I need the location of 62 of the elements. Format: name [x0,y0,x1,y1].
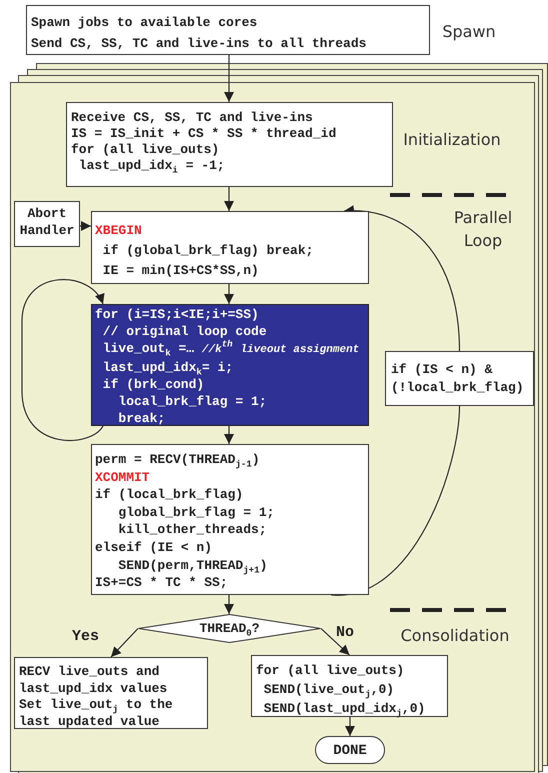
process-box [14,201,80,247]
process-box [66,102,393,187]
section-label: Consolidation [400,625,510,647]
arrow [80,221,91,231]
code-text: local_brk_flag = 1; [117,393,268,410]
code-text: SEND(last_upd_idx$_{j}$,0) [262,700,426,718]
section-label: Parallel Loop [452,207,514,252]
process-box [251,655,448,717]
arrow [224,187,234,211]
code-text: XBEGIN [95,222,143,240]
condition-box [385,351,534,406]
code-text: if (local_brk_flag) [95,486,244,504]
code-text: DONE [332,742,368,761]
code-text: perm = RECV(THREAD$_{j-1}$) [95,451,261,469]
code-text: last_upd_idx$_{k}$= i; [102,359,234,376]
code-text: kill_other_threads; [117,521,268,539]
section-label: Initialization [402,129,502,151]
arrow [224,284,234,304]
code-text: global_brk_flag = 1; [117,504,276,522]
code-text: elseif (IE < n) [95,538,214,557]
thread-panel [10,82,535,772]
code-text: last_upd_idx$_{i}$ = -1; [78,158,226,174]
code-text: break; [117,410,166,427]
code-text: IE = min(IS+CS*SS,n) [102,262,260,280]
code-text: IS = IS_init + CS * SS * thread_id [71,126,338,142]
code-text: if (IS < n) & (!local_brk_flag) [391,361,525,397]
process-box [26,5,430,55]
arrow [224,426,234,444]
code-text: SEND(live_out$_{j}$,0) [262,681,396,699]
code-text: for (i=IS;i<IE;i+=SS) [95,306,260,323]
arrow [344,206,460,352]
terminal-box [315,736,385,764]
code-text: Abort Handler [18,205,76,239]
arrow [21,279,104,441]
code-text: if (brk_cond) [102,376,206,393]
code-text: Set live_out$_{j}$ to the last updated value [19,697,174,730]
connector-line [330,406,460,596]
process-box [14,657,208,729]
code-text: Receive CS, SS, TC and live-ins [71,110,314,126]
decision-diamond [138,614,321,643]
loop-box [91,304,369,426]
code-text: Send CS, SS, TC and live-ins to all threads [31,35,368,53]
code-text: SEND(perm,THREAD$_{j+1}$) [117,556,268,574]
code-text: for (all live_outs) [71,142,220,158]
code-text: XCOMMIT [95,468,151,486]
code-text: THREAD$_{0}$? [198,620,261,641]
arrow [110,628,138,658]
edge-label: No [336,624,354,641]
code-text: for (all live_outs) [256,662,406,680]
edge-label: Yes [72,628,100,645]
code-text: if (global_brk_flag) break; [102,242,314,260]
arrow [224,595,234,614]
code-text: live_out$_{k}$ =… //k$^{th}$ liveout assignment [102,340,360,359]
section-label: Spawn [441,21,497,43]
process-box [91,444,369,595]
arrow [320,628,350,656]
code-text: Spawn jobs to available cores [31,14,258,32]
code-text: // original loop code [102,323,268,340]
arrow [224,55,234,102]
code-text: IS+=CS * TC * SS; [95,574,229,592]
process-box [91,211,369,284]
arrow [345,717,355,736]
